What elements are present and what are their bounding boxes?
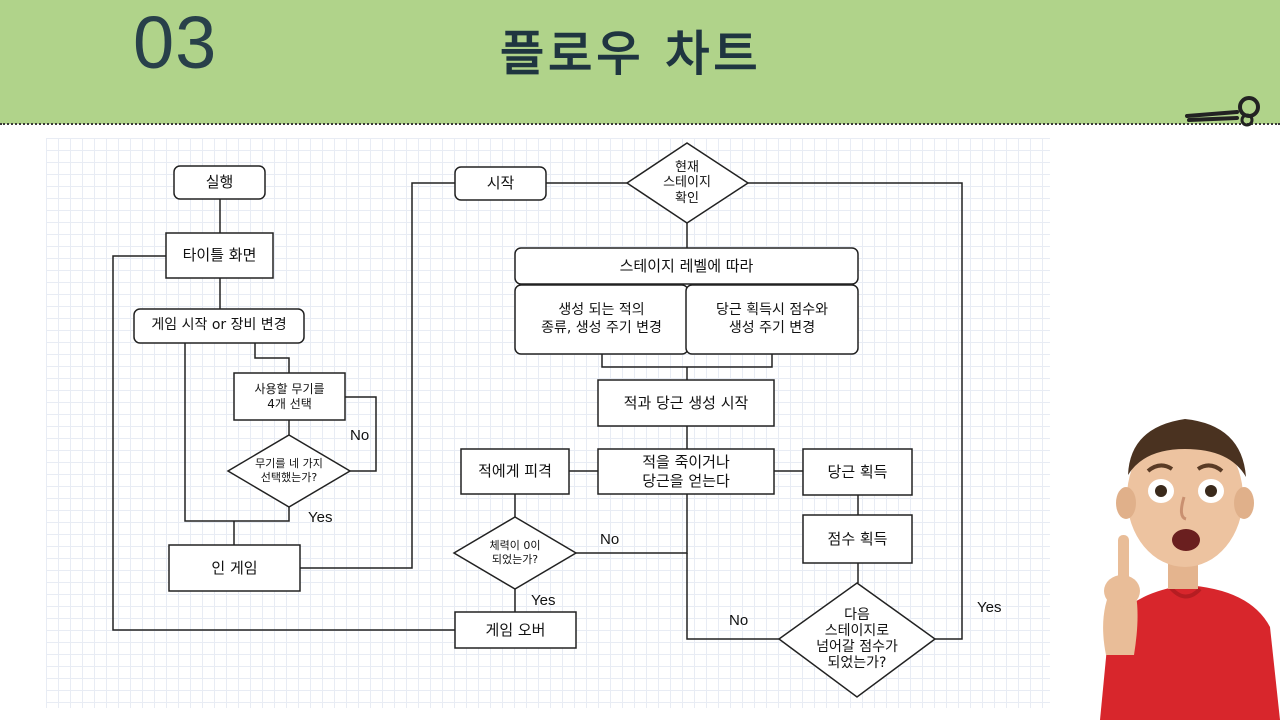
surprised-boy-image [1100,419,1280,720]
node-run-label: 실행 [205,173,234,192]
header-banner [0,0,1280,124]
connector [184,343,290,522]
node-game-start-or-equip-label: 게임 시작 or 장비 변경 [151,317,287,334]
node-game-over [454,611,577,649]
node-start-label: 시작 [486,174,515,193]
node-weapons-selected-decision [226,434,352,508]
node-title-screen [165,232,274,279]
node-select-weapons-label: 사용할 무기를 4개 선택 [254,381,325,411]
node-by-stage-level-label: 스테이지 레벨에 따라 [619,256,754,275]
edge-label-hp-no: No [600,531,620,548]
node-score-get [802,514,913,564]
node-carrot-get-label: 당근 획득 [827,462,888,481]
edge-label-weapons-no: No [350,427,370,444]
node-in-game-label: 인 게임 [211,558,258,577]
node-title-screen-label: 타이틀 화면 [182,246,257,265]
node-carrot-score-change [685,284,859,355]
node-next-stage-decision [777,582,937,698]
edge-label-weapons-yes: Yes [308,509,333,526]
node-carrot-score-change-label: 당근 획득시 점수와 생성 주기 변경 [716,302,828,336]
node-hit-by-enemy [460,448,570,495]
node-carrot-get [802,448,913,496]
node-in-game [168,544,301,592]
connector [300,182,455,569]
node-kill-or-carrot [597,448,775,495]
node-hp-zero-label: 체력이 0이 되었는가? [489,539,541,566]
edge-label-hp-yes: Yes [531,592,556,609]
node-hit-by-enemy-label: 적에게 피격 [478,462,552,481]
node-next-stage-label: 다음 스테이지로 넘어갈 점수가 되었는가? [816,606,898,672]
node-run [173,165,266,200]
edge-label-next-no: No [729,612,749,629]
connector [748,182,963,640]
node-game-over-label: 게임 오버 [485,620,546,639]
node-spawn-start-label: 적과 당근 생성 시작 [623,393,749,412]
scissors-icon [1185,96,1260,127]
connector [254,343,290,373]
edge-label-next-yes: Yes [977,599,1002,616]
connector [112,255,455,631]
node-by-stage-level [514,247,859,285]
node-kill-or-carrot-label: 적을 죽이거나 당근을 얻는다 [642,452,730,490]
node-check-stage-decision [625,142,750,224]
node-enemy-spawn-change-label: 생성 되는 적의 종류, 생성 주기 변경 [541,302,662,336]
node-select-weapons [233,372,346,421]
connector [576,494,688,554]
node-spawn-start [597,379,775,427]
node-hp-zero-decision [452,516,578,590]
node-game-start-or-equip [133,308,305,344]
dotted-cut-line [0,123,1280,125]
connector [345,396,377,472]
section-number: 03 [133,1,218,84]
node-score-get-label: 점수 획득 [827,529,888,548]
node-check-stage-label: 현재 스테이지 확인 [663,159,711,206]
connector [686,553,779,640]
page-title: 플로우 차트 [500,26,762,82]
node-start [454,166,547,201]
node-weapons-selected-label: 무기를 네 가지 선택했는가? [255,457,323,484]
connector [601,354,773,368]
